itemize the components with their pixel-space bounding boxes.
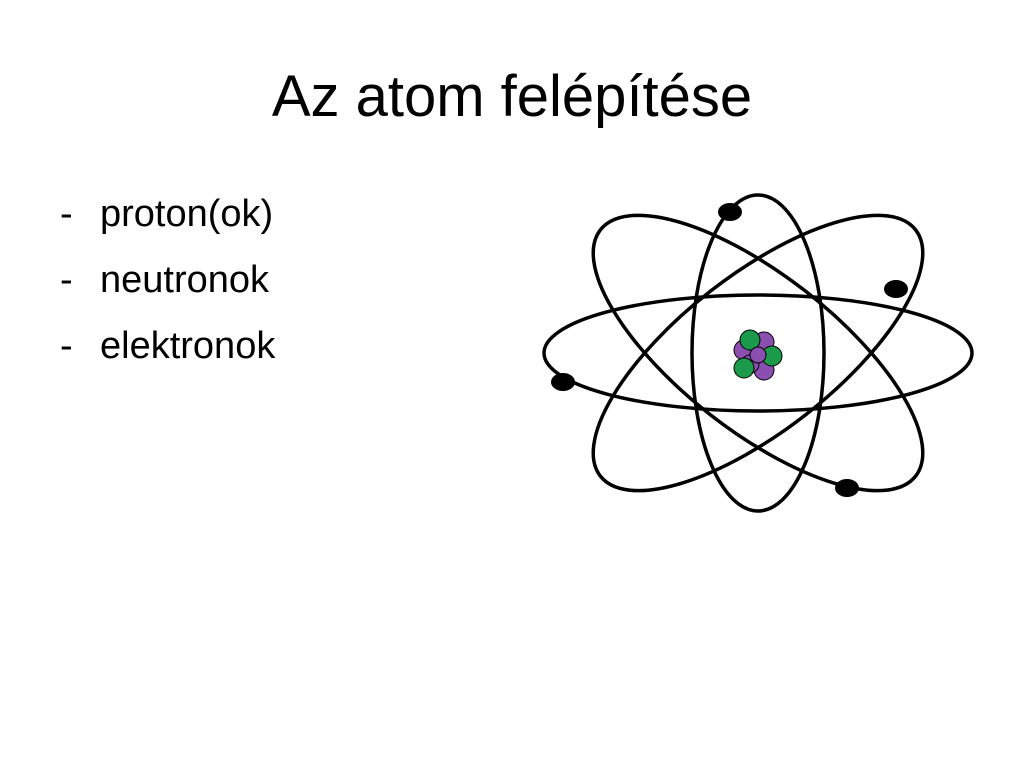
slide-title: Az atom felépítése <box>271 64 753 129</box>
neutron <box>749 346 767 364</box>
atom-icon <box>542 193 974 513</box>
list-item: - elektronok <box>60 322 275 388</box>
orbit-vertical <box>690 193 826 513</box>
bullet-marker: - <box>60 193 73 235</box>
electron <box>884 280 908 298</box>
orbit-horizontal <box>542 293 974 413</box>
proton <box>733 357 755 379</box>
electrons <box>551 203 908 497</box>
bullet-marker: - <box>60 259 73 301</box>
list-item-text: proton(ok) <box>100 193 274 235</box>
proton <box>739 329 761 351</box>
nucleus <box>733 329 783 381</box>
list-item: - proton(ok) <box>60 190 275 256</box>
orbits <box>542 193 974 513</box>
list-item: - neutronok <box>60 256 275 322</box>
bullet-list: - proton(ok) - neutronok - elektronok <box>60 190 275 388</box>
electron <box>835 479 859 497</box>
orbit-diagonal-a <box>591 213 925 493</box>
list-item-text: neutronok <box>100 259 270 301</box>
list-item-text: elektronok <box>100 325 276 367</box>
bullet-marker: - <box>60 325 73 367</box>
orbit-diagonal-b <box>591 213 925 493</box>
electron <box>551 373 575 391</box>
electron <box>718 203 742 221</box>
